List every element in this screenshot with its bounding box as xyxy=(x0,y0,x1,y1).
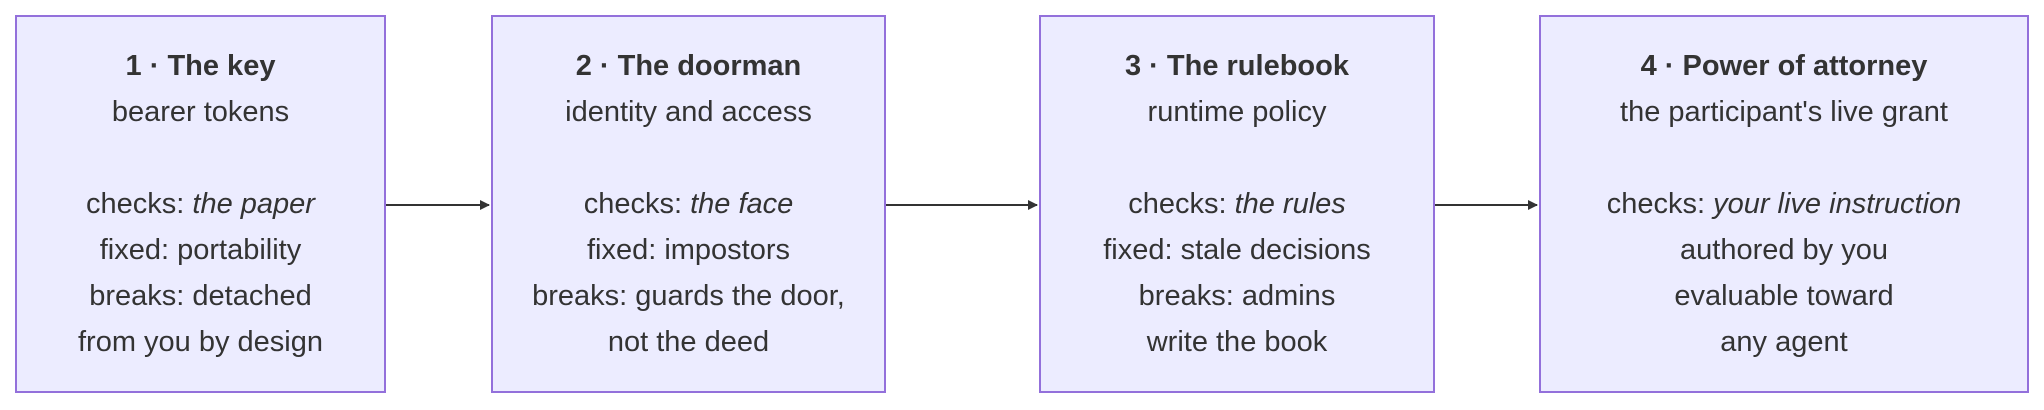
box-checks: checks: your live instruction xyxy=(1607,181,1962,227)
checks-label: checks: xyxy=(86,188,193,220)
box-line: any agent xyxy=(1720,326,1848,358)
box-line: write the book xyxy=(1146,326,1328,358)
box-line: breaks: detached xyxy=(89,280,312,312)
box-checks: checks: the face xyxy=(584,181,794,227)
checks-label: checks: xyxy=(1128,188,1235,220)
box-line: evaluable toward xyxy=(1674,280,1894,312)
box-subtitle: bearer tokens xyxy=(111,96,290,128)
checks-label: checks: xyxy=(1606,188,1714,220)
box-line: breaks: guards the door, xyxy=(532,280,845,312)
box-checks: checks: the rules xyxy=(1128,181,1346,227)
box-title: 2 · The doorman xyxy=(575,50,802,82)
box-line: fixed: portability xyxy=(99,234,302,266)
box-line: breaks: admins xyxy=(1138,280,1336,312)
checks-value: the rules xyxy=(1234,188,1346,220)
box-line: not the deed xyxy=(607,326,770,358)
checks-value: the paper xyxy=(192,188,315,220)
checks-value: the face xyxy=(690,188,794,220)
stage-box-power-of-attorney: 4 · Power of attorney the participant's … xyxy=(1539,15,2029,393)
box-title: 3 · The rulebook xyxy=(1125,50,1349,82)
stage-box-key: 1 · The key bearer tokens checks: the pa… xyxy=(15,15,386,393)
box-subtitle: identity and access xyxy=(565,96,812,128)
box-line: fixed: impostors xyxy=(586,234,791,266)
box-subtitle: runtime policy xyxy=(1147,96,1327,128)
box-line: fixed: stale decisions xyxy=(1103,234,1371,266)
checks-value: your live instruction xyxy=(1713,188,1962,220)
box-checks: checks: the paper xyxy=(86,181,315,227)
box-line: authored by you xyxy=(1680,234,1888,266)
stage-box-rulebook: 3 · The rulebook runtime policy checks: … xyxy=(1039,15,1435,393)
box-subtitle: the participant's live grant xyxy=(1620,96,1948,128)
box-title: 1 · The key xyxy=(125,50,276,82)
box-title: 4 · Power of attorney xyxy=(1640,50,1928,82)
stage-box-doorman: 2 · The doorman identity and access chec… xyxy=(491,15,886,393)
checks-label: checks: xyxy=(583,188,691,220)
box-line: from you by design xyxy=(77,326,323,358)
